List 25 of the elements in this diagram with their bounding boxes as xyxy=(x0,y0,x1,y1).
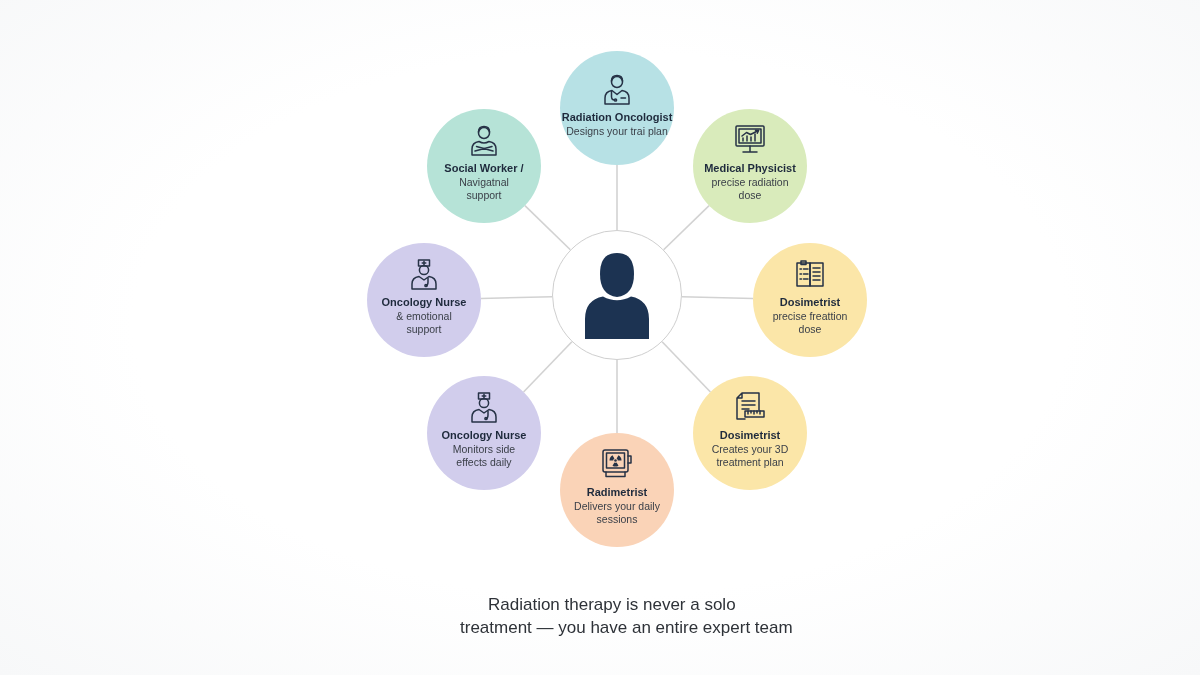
caption-text: Radiation therapy is never a solo treatment — you have an entire expert team xyxy=(460,594,794,639)
role-title: Dosimetrist xyxy=(719,429,781,443)
connector-line xyxy=(661,341,712,393)
role-title: Dosimetrist xyxy=(779,296,841,310)
role-title: Oncology Nurse xyxy=(381,296,467,310)
connector-line xyxy=(681,295,754,300)
connector-line xyxy=(662,204,710,251)
role-description: Creates your 3D treatment plan xyxy=(710,442,790,470)
role-description: Navigatnal support xyxy=(458,175,510,203)
role-title: Radimetrist xyxy=(586,486,648,500)
connector-line xyxy=(616,359,618,434)
role-description: Monitors side effects daily xyxy=(451,442,517,470)
role-title: Radiation Oncologist xyxy=(561,110,673,125)
role-title: Medical Physicist xyxy=(704,162,796,176)
role-description: Delivers your daily sessions xyxy=(573,499,661,527)
connector-line xyxy=(616,164,618,231)
role-description: precise radiation dose xyxy=(710,175,790,203)
role-title: Oncology Nurse xyxy=(441,429,527,443)
connector-line xyxy=(480,295,553,300)
role-description: Designs your trai plan xyxy=(566,124,668,139)
role-description: & emotional support xyxy=(395,309,453,337)
role-title: Social Worker / xyxy=(444,162,524,176)
connector-line xyxy=(522,341,573,393)
connector-line xyxy=(524,204,572,251)
role-description: precise freattion dose xyxy=(771,309,849,337)
